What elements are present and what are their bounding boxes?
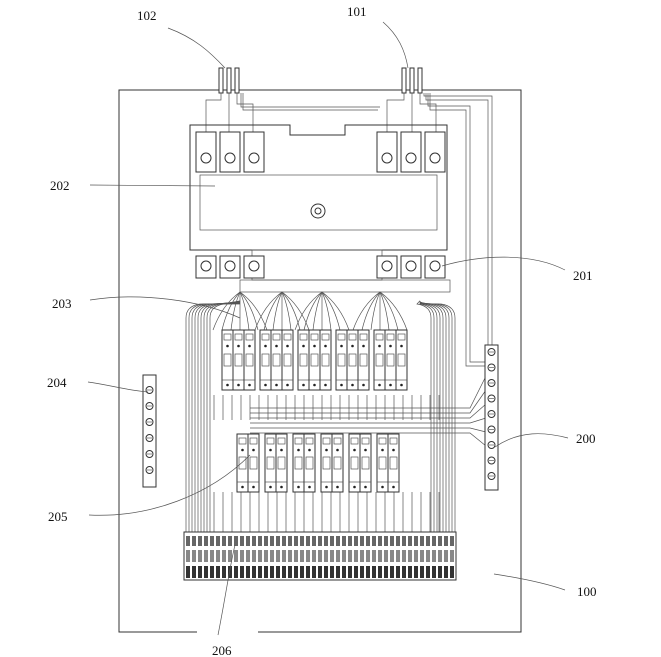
breaker-pole	[348, 433, 361, 493]
breaker-pole	[387, 433, 400, 493]
breaker-pole	[259, 329, 272, 391]
label-204: 204	[47, 375, 67, 390]
breaker-pole	[221, 329, 234, 391]
label-201: 201	[573, 268, 593, 283]
breaker-pole	[359, 433, 372, 493]
breaker-pole	[384, 329, 397, 391]
breaker-pole	[335, 329, 348, 391]
breaker-pole	[270, 329, 283, 391]
terminal-screw	[487, 363, 496, 372]
label-100: 100	[577, 584, 597, 599]
terminal-strip-204	[142, 374, 157, 488]
incoming-cable-102	[205, 67, 380, 132]
terminal-screw	[145, 450, 154, 458]
breaker-pole	[373, 329, 386, 391]
cabinet-panel	[118, 89, 522, 633]
label-206: 206	[212, 643, 232, 657]
label-205: 205	[48, 509, 68, 524]
breaker-row-205	[236, 433, 400, 493]
breaker-pole	[331, 433, 344, 493]
wiring-bundle	[185, 291, 487, 560]
terminal-screw	[487, 456, 496, 465]
breaker-row-203	[221, 329, 408, 391]
breaker-pole	[320, 433, 333, 493]
breaker-pole	[236, 433, 249, 493]
incoming-cable-101	[386, 67, 493, 367]
label-101: 101	[347, 4, 367, 19]
breaker-pole	[243, 329, 256, 391]
reference-labels: 102 101 202 201 203 204 200 205 100 206	[47, 4, 597, 657]
label-202: 202	[50, 178, 70, 193]
breaker-pole	[319, 329, 332, 391]
top-terminals	[195, 131, 446, 173]
label-102: 102	[137, 8, 157, 23]
label-203: 203	[52, 296, 72, 311]
breaker-pole	[281, 329, 294, 391]
terminal-screw	[145, 466, 154, 474]
leader-lines	[87, 21, 569, 636]
breaker-pole	[308, 329, 321, 391]
breaker-pole	[395, 329, 408, 391]
breaker-pole	[232, 329, 245, 391]
terminal-screw	[145, 402, 154, 410]
breaker-pole	[264, 433, 277, 493]
terminal-screw	[487, 441, 496, 449]
terminal-block-206	[183, 531, 457, 581]
terminal-screw	[487, 425, 496, 434]
terminal-strip-200	[484, 344, 499, 491]
breaker-pole	[357, 329, 370, 391]
label-200: 200	[576, 431, 596, 446]
breaker-pole	[247, 433, 260, 493]
terminal-screw	[487, 410, 496, 418]
bottom-terminals-201	[195, 255, 446, 279]
terminal-screw	[145, 386, 154, 394]
breaker-pole	[297, 329, 310, 391]
breaker-pole	[376, 433, 389, 493]
terminal-screw	[487, 348, 496, 356]
breaker-pole	[303, 433, 316, 493]
terminal-screw	[487, 379, 496, 387]
terminal-screw	[145, 418, 154, 426]
terminal-screw	[487, 394, 496, 403]
breaker-pole	[346, 329, 359, 391]
terminal-screw	[145, 434, 154, 442]
breaker-pole	[292, 433, 305, 493]
terminal-screw	[487, 472, 496, 480]
breaker-pole	[275, 433, 288, 493]
